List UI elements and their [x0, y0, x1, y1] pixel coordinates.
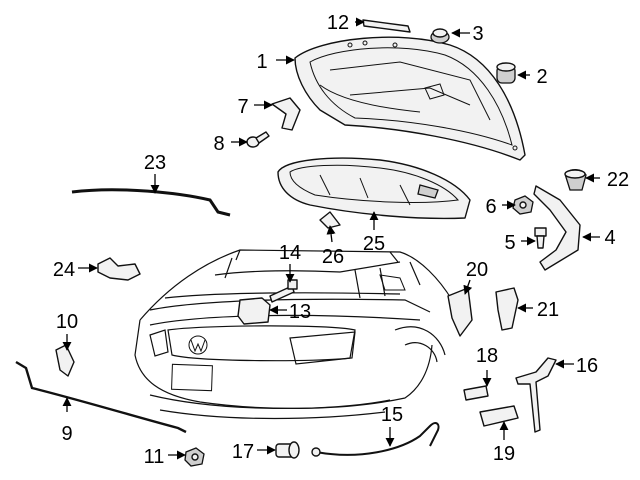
- callout-24: 24: [53, 259, 75, 281]
- callout-2: 2: [536, 66, 547, 88]
- callout-8: 8: [213, 133, 224, 155]
- prop-rod-outline: [71, 189, 231, 216]
- nut-6: [512, 195, 534, 215]
- callout-1: 1: [256, 51, 267, 73]
- release-handle: [495, 287, 519, 331]
- callout-23: 23: [144, 152, 166, 174]
- callout-16: 16: [576, 355, 598, 377]
- hood-prop-rod: [71, 188, 231, 217]
- callout-17: 17: [232, 441, 254, 463]
- hood-latch: [237, 297, 271, 325]
- callout-12: 12: [327, 12, 349, 34]
- callout-9: 9: [61, 423, 72, 445]
- callout-14: 14: [279, 242, 301, 264]
- hood-bracket-24: [97, 257, 141, 281]
- bolt-14: [269, 279, 298, 303]
- callout-15: 15: [381, 404, 403, 426]
- hood-cushion: [496, 62, 516, 84]
- callout-7: 7: [237, 96, 248, 118]
- switch-20: [447, 287, 473, 337]
- hood-panel: [294, 36, 526, 161]
- bolt-8: [246, 131, 270, 148]
- release-lever: [515, 357, 557, 433]
- callout-19: 19: [493, 443, 515, 465]
- hood-insulation-pad: [277, 157, 471, 220]
- callout-13: 13: [289, 301, 311, 323]
- bumper-stop-22: [564, 168, 587, 191]
- callout-11: 11: [144, 446, 165, 468]
- callout-26: 26: [322, 246, 344, 268]
- callout-21: 21: [537, 299, 559, 321]
- callout-20: 20: [466, 259, 488, 281]
- release-cable: [15, 360, 187, 434]
- clip-10: [55, 344, 75, 377]
- bolt-5: [534, 227, 547, 249]
- cable-end: [311, 447, 321, 457]
- callout-10: 10: [56, 311, 78, 333]
- clip-17: [275, 441, 300, 459]
- callout-labels: 1 2 3 4 5 6 7 8 9 10 11 12 13 14 15 16 1…: [53, 12, 629, 468]
- callout-18: 18: [476, 345, 498, 367]
- callout-25: 25: [363, 233, 385, 255]
- callout-3: 3: [472, 23, 483, 45]
- callout-4: 4: [604, 227, 615, 249]
- callout-22: 22: [607, 169, 629, 191]
- hood-seal-strip: [362, 19, 411, 33]
- callout-5: 5: [504, 232, 515, 254]
- leader-lines: [62, 17, 600, 460]
- vehicle-front: [134, 249, 453, 420]
- hood-hinge: [533, 185, 581, 271]
- cover-19: [479, 405, 519, 427]
- grommet-11: [184, 447, 205, 467]
- hood-bracket-7: [271, 97, 301, 131]
- cover-18: [463, 385, 489, 401]
- clip-26: [319, 211, 341, 229]
- callout-6: 6: [485, 196, 496, 218]
- bumper-stop-3: [430, 28, 450, 44]
- cable-15: [315, 422, 440, 456]
